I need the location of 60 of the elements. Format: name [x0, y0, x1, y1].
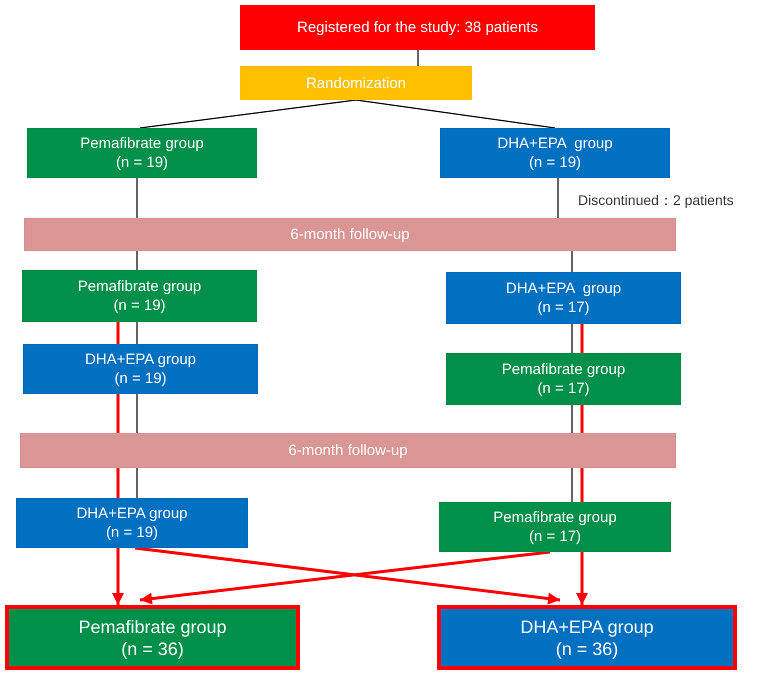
group-box	[27, 128, 257, 178]
group-box	[440, 128, 670, 178]
follow-up-band	[24, 218, 676, 251]
connector-line	[136, 394, 138, 433]
connector-line	[580, 324, 584, 353]
patient-count: (n = 19)	[528, 153, 582, 172]
group-box	[16, 498, 248, 548]
patient-count: (n = 19)	[106, 523, 158, 542]
patient-count: (n = 19)	[116, 153, 168, 172]
connector-line	[580, 468, 584, 502]
patient-count: (n = 17)	[537, 298, 590, 317]
box-label: Pemafibrate group	[78, 277, 202, 296]
arrow	[576, 552, 588, 605]
connector-line	[136, 178, 138, 218]
group-box	[22, 270, 257, 322]
box-label: DHA+EPA group	[520, 616, 654, 638]
box-label: DHA+EPA group	[506, 279, 622, 298]
patient-count: (n = 19)	[113, 296, 166, 315]
connector-line	[116, 394, 120, 433]
box-label: Registered for the study: 38 patients	[297, 18, 538, 37]
connector-line	[136, 468, 138, 498]
patient-count: (n = 17)	[528, 527, 582, 546]
connector-line	[116, 468, 120, 498]
group-box	[439, 502, 671, 552]
patient-count: (n = 36)	[121, 638, 184, 660]
box-label: Pemafibrate group	[80, 134, 204, 153]
box-label: 6-month follow-up	[288, 441, 408, 460]
connector-line	[557, 178, 559, 218]
connector-line	[571, 468, 573, 502]
patient-count: (n = 17)	[537, 379, 590, 398]
box-label: Pemafibrate group	[502, 360, 626, 379]
connector-line	[140, 99, 356, 129]
connector-line	[571, 324, 573, 353]
connector-line	[136, 251, 138, 270]
group-box	[446, 272, 681, 324]
patient-count: (n = 19)	[114, 369, 167, 388]
group-box	[23, 344, 258, 394]
box-label: DHA+EPA group	[497, 134, 613, 153]
box-label: Pemafibrate group	[78, 616, 227, 638]
randomization-box	[240, 66, 472, 100]
box-label: DHA+EPA group	[84, 350, 196, 369]
follow-up-band	[20, 433, 676, 468]
box-label: DHA+EPA group	[76, 504, 188, 523]
connector-line	[136, 322, 138, 344]
final-group-box	[437, 605, 737, 670]
connector-line	[571, 405, 573, 433]
connector-line	[116, 322, 120, 344]
arrow	[112, 548, 124, 605]
box-label: 6-month follow-up	[290, 225, 410, 244]
box-label: Randomization	[306, 74, 406, 92]
group-box	[446, 353, 681, 405]
registration-box	[240, 5, 595, 50]
patient-count: (n = 36)	[556, 638, 618, 660]
box-label: Pemafibrate group	[493, 508, 617, 527]
note-text: Discontinued：2 patients	[578, 192, 734, 210]
connector-line	[580, 405, 584, 433]
connector-line	[417, 50, 419, 66]
connector-line	[571, 251, 573, 272]
final-group-box	[5, 605, 300, 670]
connector-line	[356, 99, 556, 129]
